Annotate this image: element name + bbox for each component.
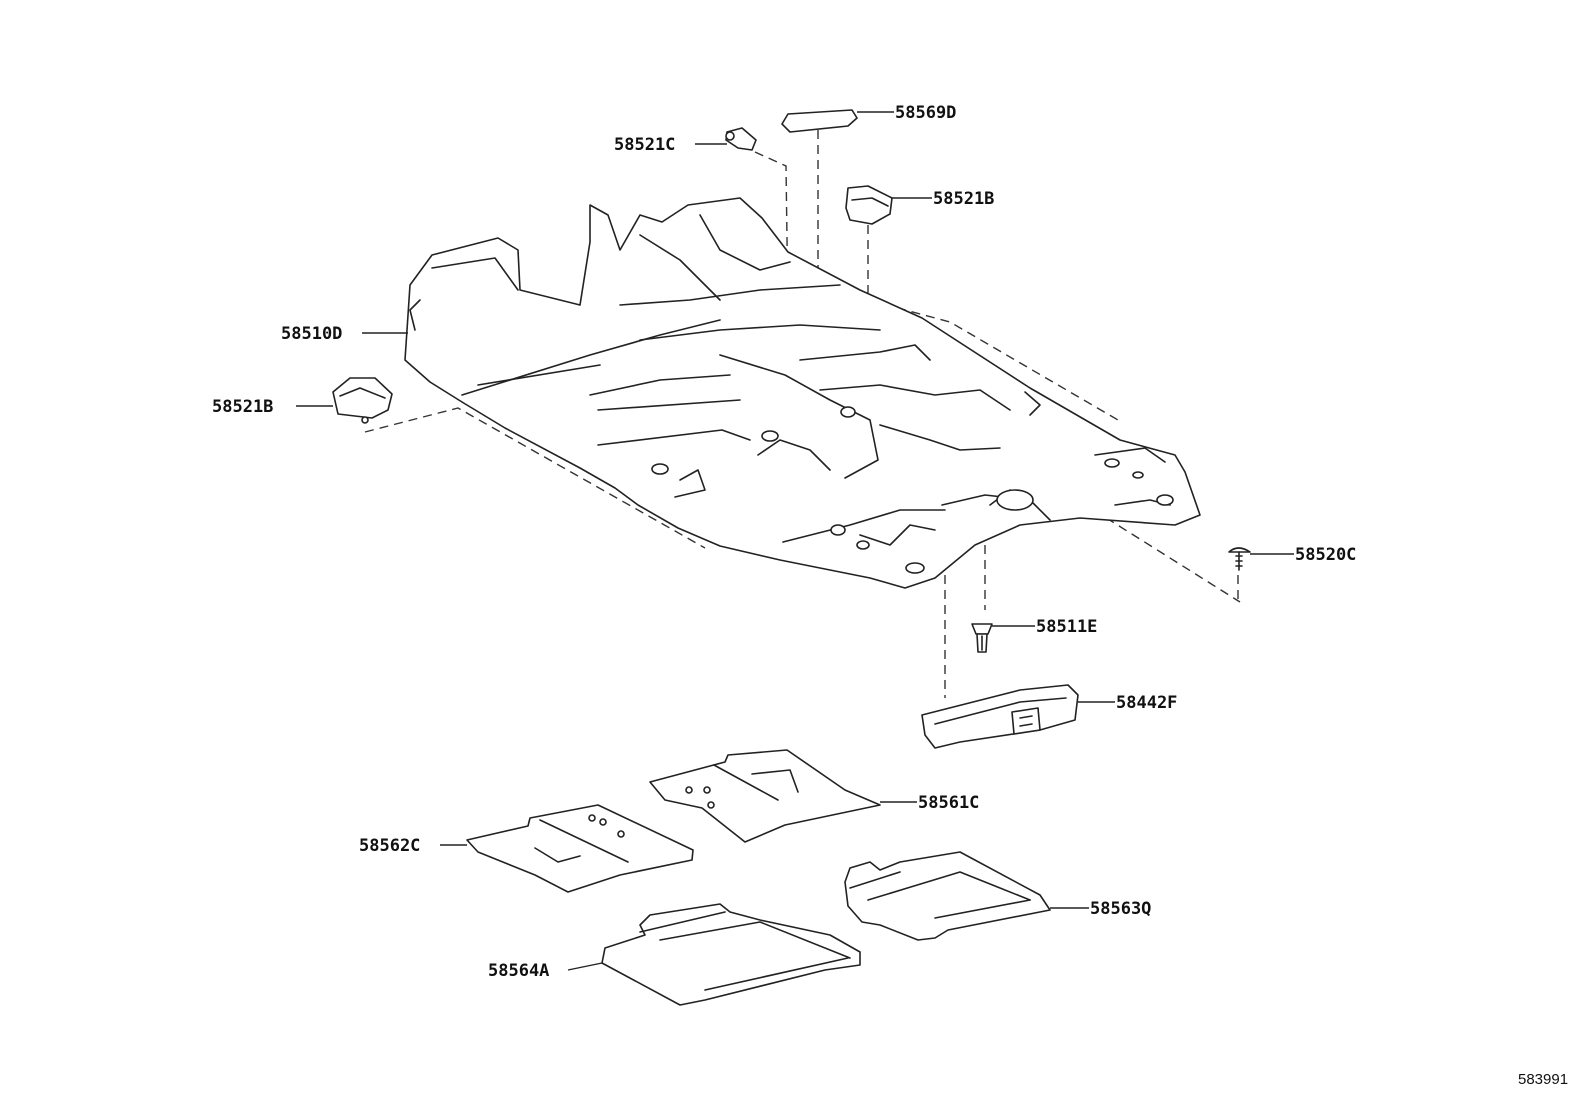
label-58563Q: 58563Q: [1090, 899, 1151, 919]
mat-58561C: [649, 749, 881, 843]
label-58521B-left: 58521B: [212, 397, 273, 417]
label-58511E: 58511E: [1036, 617, 1097, 637]
cover-58569D: [781, 109, 858, 133]
label-58569D: 58569D: [895, 103, 956, 123]
clip-58521B-left: [332, 377, 393, 424]
assembly-dashed-lines: [364, 130, 1241, 698]
label-58442F: 58442F: [1116, 693, 1177, 713]
part-labels: 58569D 58521C 58521B 58510D 58521B 58520…: [212, 103, 1356, 981]
mat-58564A: [601, 903, 861, 1006]
duct-58442F: [921, 684, 1079, 749]
label-58521B-top: 58521B: [933, 189, 994, 209]
label-58564A: 58564A: [488, 961, 549, 981]
label-58521C: 58521C: [614, 135, 675, 155]
floor-carpet-58510D: [404, 197, 1201, 589]
label-58520C: 58520C: [1295, 545, 1356, 565]
mat-58562C: [466, 804, 694, 893]
label-58561C: 58561C: [918, 793, 979, 813]
clip-58521C: [725, 127, 757, 151]
label-58510D: 58510D: [281, 324, 342, 344]
reference-id: 583991: [1518, 1071, 1568, 1088]
label-58562C: 58562C: [359, 836, 420, 856]
mat-58563Q: [844, 851, 1051, 941]
clip-58521B-top: [845, 185, 893, 225]
clip-58511E: [971, 623, 993, 653]
clip-58520C: [1228, 547, 1251, 571]
leader-lines: [296, 111, 1294, 971]
